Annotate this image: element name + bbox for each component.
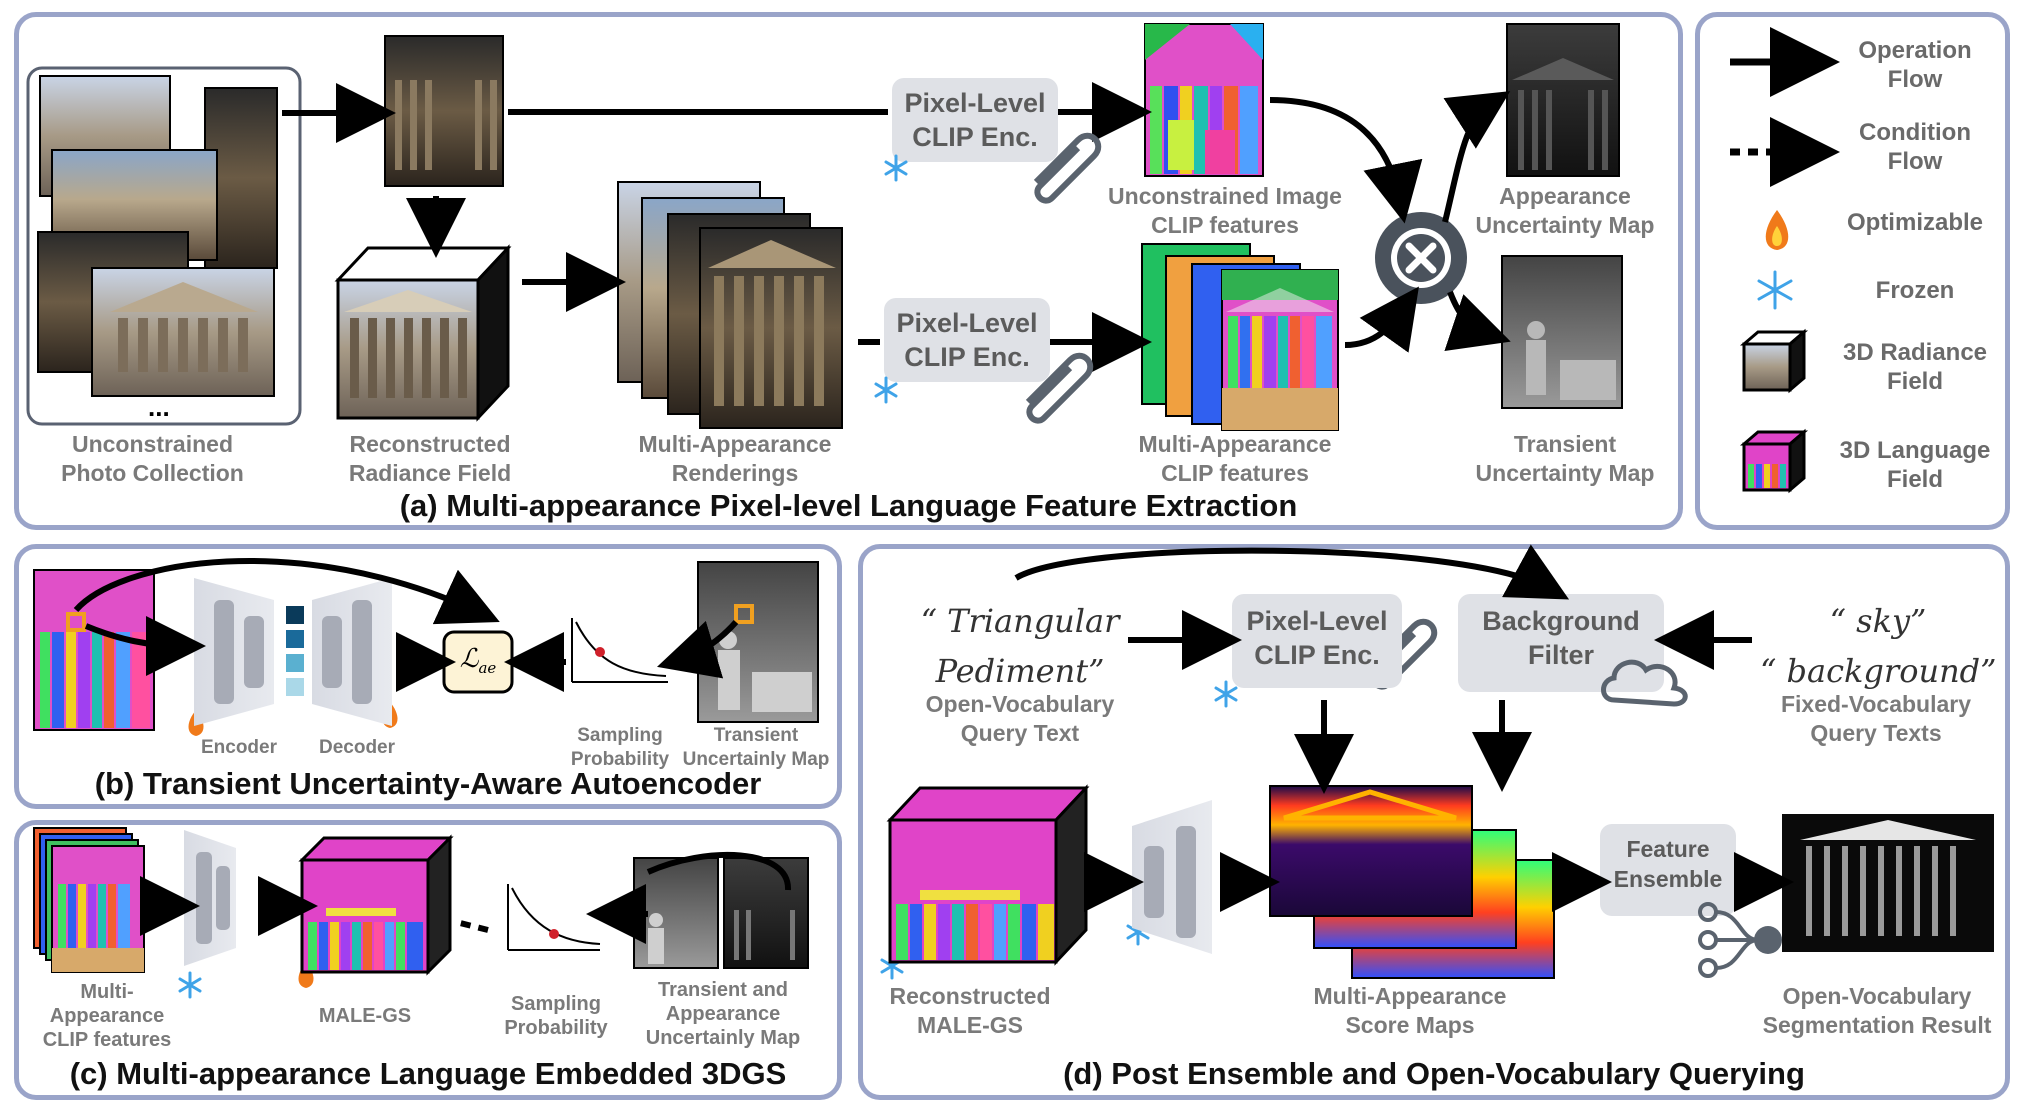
decoder-label: Decoder — [318, 737, 396, 758]
fixed-vocabulary-query: “ sky”“ background” — [1760, 602, 1997, 690]
photo-collection-stack — [26, 66, 302, 426]
legend-graphics — [1730, 27, 1840, 494]
encoder-label: Encoder — [200, 737, 278, 758]
legend-language-cube-icon — [1739, 428, 1809, 494]
ellipsis: ... — [148, 392, 170, 422]
panel-d-title: (d) Post Ensemble and Open-Vocabulary Qu… — [1063, 1056, 1805, 1091]
panel-c-title: (c) Multi-appearance Language Embedded 3… — [69, 1056, 787, 1091]
appearance-uncertainty-map — [1506, 23, 1620, 177]
panel-b-title: (b) Transient Uncertainty-Aware Autoenco… — [94, 766, 762, 801]
loss-symbol: ℒae — [459, 644, 497, 678]
single-photo — [384, 35, 504, 187]
panel-d-graphics — [886, 544, 1994, 979]
renderings-stack — [617, 181, 843, 429]
panel-a-title: (a) Multi-appearance Pixel-level Languag… — [399, 488, 1298, 523]
cloud-icon — [1601, 659, 1688, 707]
clip-encoder-bottom — [884, 298, 1050, 382]
multi-clip-features-stack — [1141, 243, 1339, 431]
multiply-operator-icon — [1375, 212, 1467, 304]
legend-optimizable: Optimizable — [1846, 209, 1984, 236]
panel-c-graphics — [33, 827, 809, 976]
ensemble-hub-icon — [1698, 902, 1759, 978]
legend-frozen: Frozen — [1875, 277, 1955, 304]
legend-radiance-cube-icon — [1739, 328, 1809, 394]
image-clip-features — [1144, 23, 1264, 177]
male-gs-label: MALE-GS — [318, 1005, 412, 1027]
radiance-field-cube — [334, 244, 512, 422]
panel-a-arrows — [282, 82, 1511, 372]
panel-b-graphics — [33, 557, 819, 731]
snowflake-icon — [178, 154, 1793, 999]
